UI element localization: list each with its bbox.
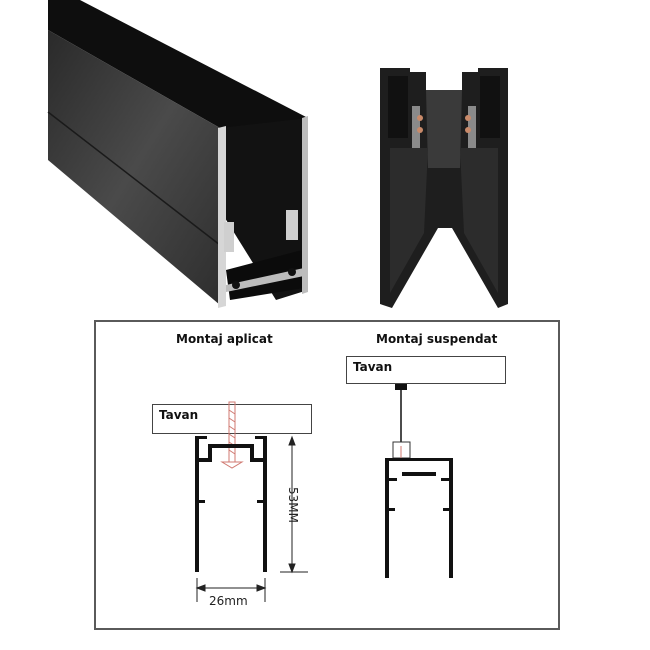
- profile-drawings: [195, 378, 453, 602]
- ceiling-box-suspended: Tavan: [346, 356, 506, 384]
- screw-icon: [220, 401, 244, 469]
- track-profile-front-photo: [380, 68, 508, 308]
- ceiling-label: Tavan: [159, 408, 199, 422]
- copper-contact-icon: [417, 115, 423, 121]
- height-dimension: 53MM: [286, 487, 300, 523]
- width-dimension: 26mm: [209, 594, 248, 608]
- suspended-mount-title: Montaj suspendat: [376, 332, 498, 346]
- ceiling-box-surface: Tavan: [152, 404, 312, 434]
- surface-mount-title: Montaj aplicat: [176, 332, 273, 346]
- ceiling-label: Tavan: [353, 360, 393, 374]
- track-profile-perspective-photo: [47, 0, 308, 308]
- installation-diagram: Montaj aplicat Montaj suspendat Tavan: [94, 320, 560, 630]
